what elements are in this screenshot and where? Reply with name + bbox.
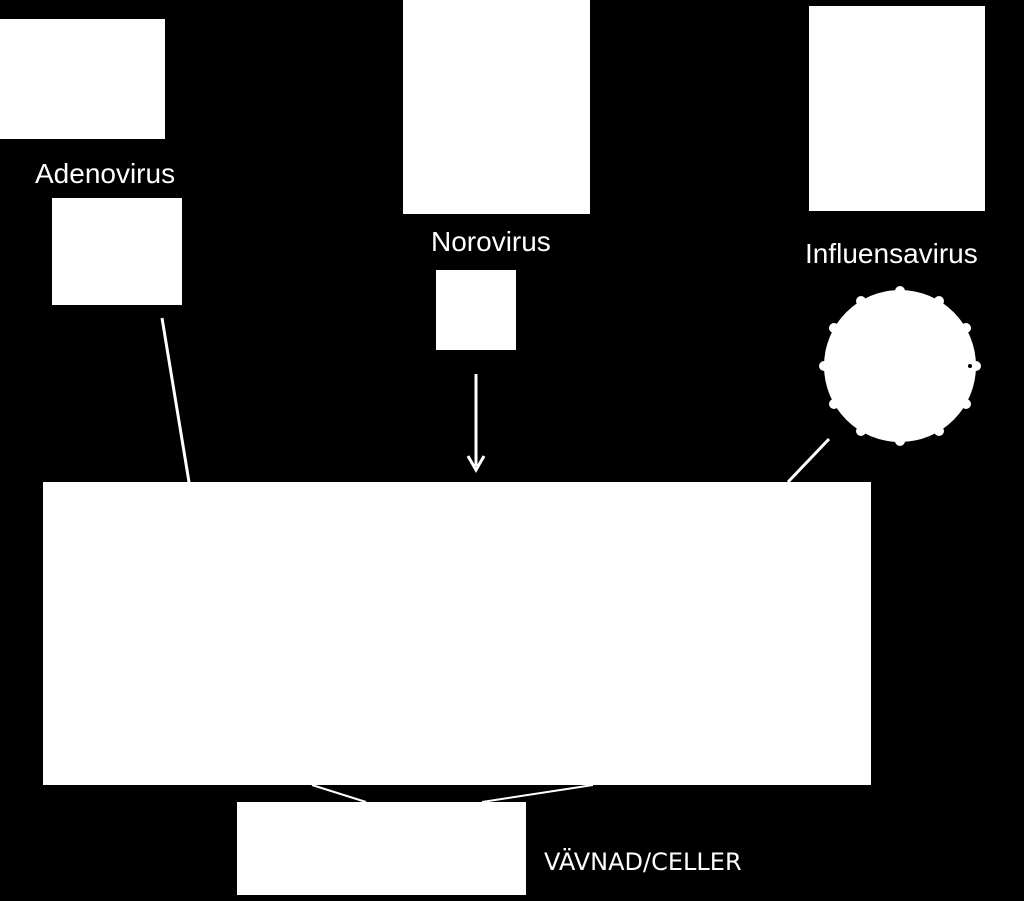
norovirus-top-image [403,0,590,214]
tissue-label: VÄVNAD/CELLER [544,848,742,876]
influensavirus-top-image [809,6,985,211]
tissue-image [237,802,526,895]
adenovirus-label: Adenovirus [35,158,176,189]
influensavirus-connector-line [786,437,831,484]
central-image [43,482,871,785]
influensavirus-particle-image [819,286,981,446]
norovirus-label: Norovirus [431,226,551,257]
norovirus-arrow-head [466,455,486,474]
adenovirus-top-image [0,19,165,139]
adenovirus-particle-image [52,198,182,305]
norovirus-particle-image [436,270,516,350]
tissue-connector-left [311,784,367,803]
influensavirus-label: Influensavirus [805,238,978,269]
adenovirus-connector-line [160,317,191,483]
tissue-connector-right [481,784,594,803]
